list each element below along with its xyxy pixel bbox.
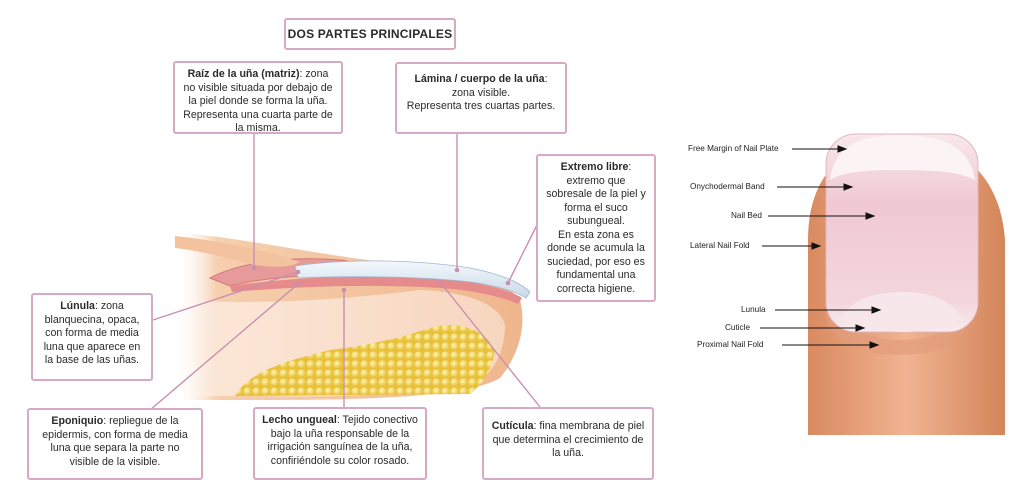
desc2-extremo: En esta zona es donde se acumula la suci… — [547, 228, 645, 295]
box-extremo: Extremo libre: extremo que sobresale de … — [536, 154, 656, 302]
desc-extremo: : extremo que sobresale de la piel y for… — [546, 161, 646, 227]
connector-dots — [251, 265, 511, 293]
box-cuticula: Cutícula: fina membrana de piel que dete… — [482, 407, 654, 480]
desc-lamina: : zona visible. — [451, 73, 548, 99]
term-lecho: Lecho ungueal — [262, 414, 337, 426]
box-raiz: Raíz de la uña (matriz): zona no visible… — [173, 61, 343, 134]
term-lunula: Lúnula — [60, 300, 95, 312]
label-arrows — [760, 145, 882, 349]
term-cuticula: Cutícula — [491, 420, 534, 432]
connector-lines — [149, 133, 541, 411]
diagram-title: DOS PARTES PRINCIPALES — [284, 18, 456, 50]
label-nail-bed: Nail Bed — [731, 211, 762, 220]
desc2-lamina: Representa tres cuartas partes. — [406, 100, 556, 112]
box-lecho: Lecho ungueal: Tejido conectivo bajo la … — [253, 407, 427, 480]
box-lamina: Lámina / cuerpo de la uña: zona visible.… — [395, 62, 567, 134]
finger-front-view — [808, 133, 1005, 435]
fat-tissue — [235, 325, 495, 396]
label-free-margin: Free Margin of Nail Plate — [688, 144, 779, 153]
desc-cuticula: : fina membrana de piel que determina el… — [492, 420, 645, 459]
term-eponiquio: Eponiquio — [51, 415, 104, 427]
desc-eponiquio: : repliegue de la epidermis, con forma d… — [42, 415, 188, 468]
label-cuticle: Cuticle — [725, 323, 751, 332]
term-extremo: Extremo libre — [560, 161, 629, 173]
box-lunula: Lúnula: zona blanquecina, opaca, con for… — [31, 293, 153, 381]
label-lateral-nail-fold: Lateral Nail Fold — [690, 241, 750, 250]
nail-bed — [230, 276, 522, 304]
desc-lecho: : Tejido conectivo bajo la uña responsab… — [267, 414, 418, 467]
label-proximal-nail-fold: Proximal Nail Fold — [697, 340, 764, 349]
desc-raiz: : zona no visible situada por debajo de … — [183, 68, 333, 134]
box-eponiquio: Eponiquio: repliegue de la epidermis, co… — [27, 408, 203, 480]
term-raiz: Raíz de la uña (matriz) — [187, 68, 300, 80]
lunula-shape — [842, 292, 962, 332]
term-lamina: Lámina / cuerpo de la uña — [414, 73, 545, 85]
eponychium-fold — [175, 236, 300, 267]
nail-plate — [294, 260, 531, 299]
proximal-nail-fold — [826, 300, 972, 355]
label-lunula: Lunula — [741, 305, 766, 314]
label-onychodermal-band: Onychodermal Band — [690, 182, 765, 191]
free-margin — [830, 135, 975, 180]
desc-lunula: : zona blanquecina, opaca, con forma de … — [43, 300, 141, 366]
